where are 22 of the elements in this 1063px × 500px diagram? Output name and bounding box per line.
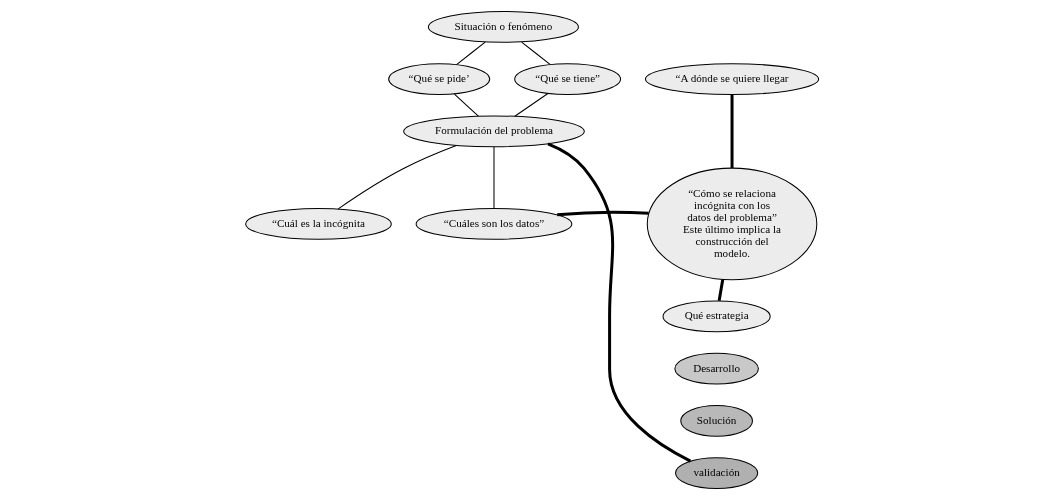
node-ellipse: Situación o fenómeno <box>427 10 579 43</box>
connector <box>717 279 724 301</box>
node-ellipse: “Qué se tiene” <box>513 63 621 96</box>
node-ellipse: “Cómo se relaciona incógnita con los datos del problema” Este último implica la construcción del modelo. <box>646 167 817 281</box>
node-ellipse: Desarrollo <box>673 352 759 385</box>
node-ellipse: “Cuáles son los datos” <box>415 207 572 240</box>
connector <box>556 210 649 217</box>
connector <box>453 93 479 117</box>
node-ellipse: “Cuál es la incógnita <box>244 207 392 240</box>
node-ellipse: Formulación del problema <box>402 115 585 148</box>
node-ellipse: “A dónde se quiere llegar <box>644 63 819 96</box>
connector <box>730 94 734 169</box>
connector <box>492 146 494 209</box>
connector <box>337 144 457 210</box>
connector <box>520 41 551 65</box>
node-ellipse: “Qué se pide’ <box>387 63 490 96</box>
connector <box>455 41 486 66</box>
node-ellipse: Solución <box>679 404 753 437</box>
node-ellipse: validación <box>674 457 758 490</box>
node-ellipse: Qué estrategia <box>662 300 771 333</box>
connector <box>546 142 691 463</box>
connector <box>513 93 548 117</box>
